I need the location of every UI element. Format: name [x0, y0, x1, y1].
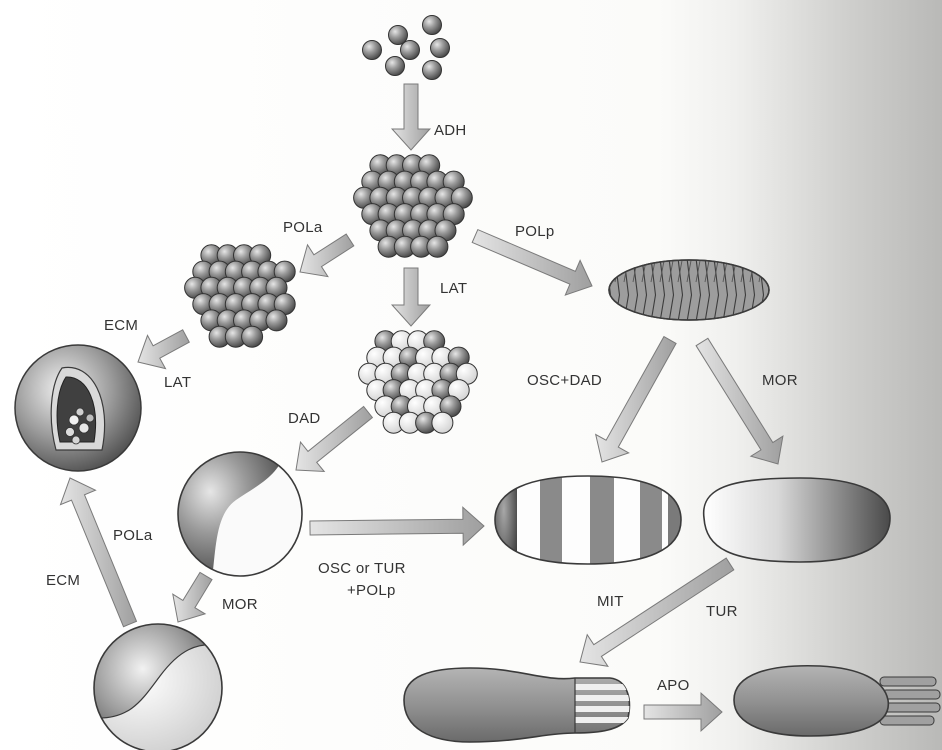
cell	[242, 326, 263, 347]
label-mor-bottom: MOR	[222, 596, 258, 613]
apoptotic-body	[734, 666, 940, 736]
label-pola-mid: POLa	[113, 527, 153, 544]
arrow-pola-top	[300, 234, 354, 277]
cell	[386, 57, 405, 76]
cell	[432, 412, 453, 433]
label-mor-right: MOR	[762, 372, 798, 389]
apically-polarized-aggregate	[185, 245, 296, 347]
label-mit: MIT	[597, 593, 624, 610]
hollow-cyst	[15, 345, 141, 471]
planar-polarized-body	[606, 258, 773, 322]
label-dad: DAD	[288, 410, 321, 427]
dissociated-cells	[363, 16, 450, 80]
folded-sphere	[94, 624, 226, 750]
label-pola-top: POLa	[283, 219, 323, 236]
arrow-adh	[392, 84, 430, 150]
label-adh: ADH	[434, 122, 467, 139]
cell	[423, 61, 442, 80]
arrow-lat	[392, 268, 430, 326]
segmented-body	[495, 470, 683, 570]
cell	[266, 310, 287, 331]
cell	[427, 236, 448, 257]
label-lat-center: LAT	[440, 280, 467, 297]
label-ecm-top: ECM	[104, 317, 138, 334]
cell	[401, 41, 420, 60]
cell	[363, 41, 382, 60]
larva-with-tail	[404, 668, 635, 742]
arrow-ecm-bottom	[61, 478, 137, 627]
label-lat-left: LAT	[164, 374, 191, 391]
arrow-apo	[644, 693, 722, 731]
arrow-ecm-top	[138, 330, 189, 369]
half-polarized-sphere	[170, 450, 302, 580]
arrow-mor-bottom	[173, 572, 212, 622]
graded-body	[704, 478, 890, 562]
label-ecm-bottom: ECM	[46, 572, 80, 589]
label-tur: TUR	[706, 603, 738, 620]
mixed-cell-aggregate	[359, 331, 478, 433]
cell-aggregate	[354, 155, 473, 257]
cell	[423, 16, 442, 35]
label-polp-top: POLp	[515, 223, 555, 240]
arrow-osc-tur	[310, 507, 484, 545]
cell	[431, 39, 450, 58]
label-apo: APO	[657, 677, 690, 694]
label-osc-tur-line1: OSC or TUR	[318, 560, 406, 577]
arrow-osc-dad	[596, 337, 676, 462]
arrow-mor-right	[696, 338, 783, 464]
label-osc-dad: OSC+DAD	[527, 372, 602, 389]
label-osc-tur-line2: +POLp	[347, 582, 396, 599]
